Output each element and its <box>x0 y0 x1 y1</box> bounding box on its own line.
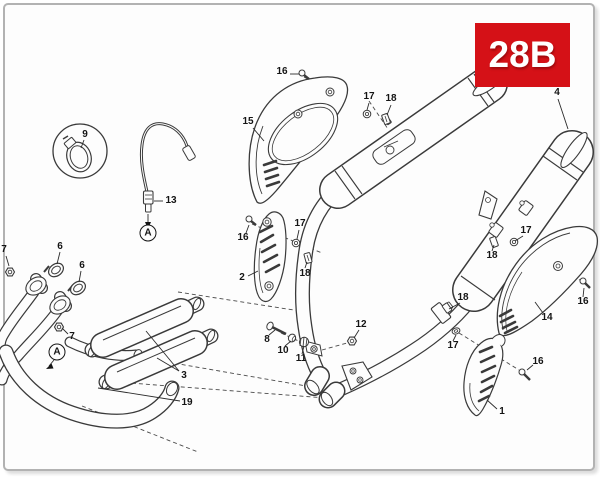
part-callout-3: 3 <box>181 370 187 381</box>
heat-shield-15-drawing <box>248 76 349 204</box>
page-code-badge: 28B <box>475 23 570 87</box>
part-callout-8: 8 <box>264 334 270 345</box>
part-callout-2: 2 <box>239 272 245 283</box>
heat-shield-14-drawing <box>496 225 599 337</box>
center-pipe-drawing <box>294 179 349 396</box>
view-marker-a: A <box>139 224 157 242</box>
part-callout-16: 16 <box>276 66 288 77</box>
part-callout-9: 9 <box>82 129 88 140</box>
part-callout-18: 18 <box>385 93 397 104</box>
part-callout-16: 16 <box>237 232 249 243</box>
part-callout-18: 18 <box>457 292 469 303</box>
fasteners-top-drawing <box>298 69 391 125</box>
part-callout-7: 7 <box>1 244 7 255</box>
part-callout-15: 15 <box>242 116 254 127</box>
mount-hardware-drawing <box>266 321 358 348</box>
part-callout-18: 18 <box>299 268 311 279</box>
view-marker-a: A <box>48 343 66 361</box>
part-callout-17: 17 <box>294 218 306 229</box>
part-callout-6: 6 <box>57 241 63 252</box>
part-callout-13: 13 <box>165 195 177 206</box>
fasteners-shield2-drawing <box>245 215 313 264</box>
oxygen-sensor-drawing <box>139 122 196 229</box>
part-callout-14: 14 <box>541 312 553 323</box>
gaskets-and-nuts-drawing <box>4 262 87 332</box>
part-callout-1: 1 <box>499 406 505 417</box>
part-callout-12: 12 <box>355 319 367 330</box>
clamp-detail-circle-drawing <box>52 123 108 179</box>
part-callout-10: 10 <box>277 345 289 356</box>
silencer-right-drawing <box>452 130 594 312</box>
part-callout-6: 6 <box>79 260 85 271</box>
heat-shield-2-drawing <box>253 211 287 303</box>
lower-pipe-drawing <box>318 296 475 409</box>
part-callout-7: 7 <box>69 331 75 342</box>
part-callout-4: 4 <box>554 87 560 98</box>
callout-leader-lines <box>5 73 585 410</box>
part-callout-19: 19 <box>181 397 193 408</box>
fasteners-right-drawing <box>441 236 591 381</box>
part-callout-17: 17 <box>363 91 375 102</box>
silencer-left-drawing <box>319 65 508 209</box>
part-callout-18: 18 <box>486 250 498 261</box>
heat-shield-1-drawing <box>463 334 506 417</box>
marker-arrow-drawing <box>46 359 55 369</box>
part-callout-11: 11 <box>295 353 307 364</box>
part-callout-17: 17 <box>520 225 532 236</box>
part-callout-16: 16 <box>577 296 589 307</box>
part-callout-17: 17 <box>447 340 459 351</box>
part-callout-16: 16 <box>532 356 544 367</box>
catalyst-tubes-drawing <box>84 296 219 390</box>
